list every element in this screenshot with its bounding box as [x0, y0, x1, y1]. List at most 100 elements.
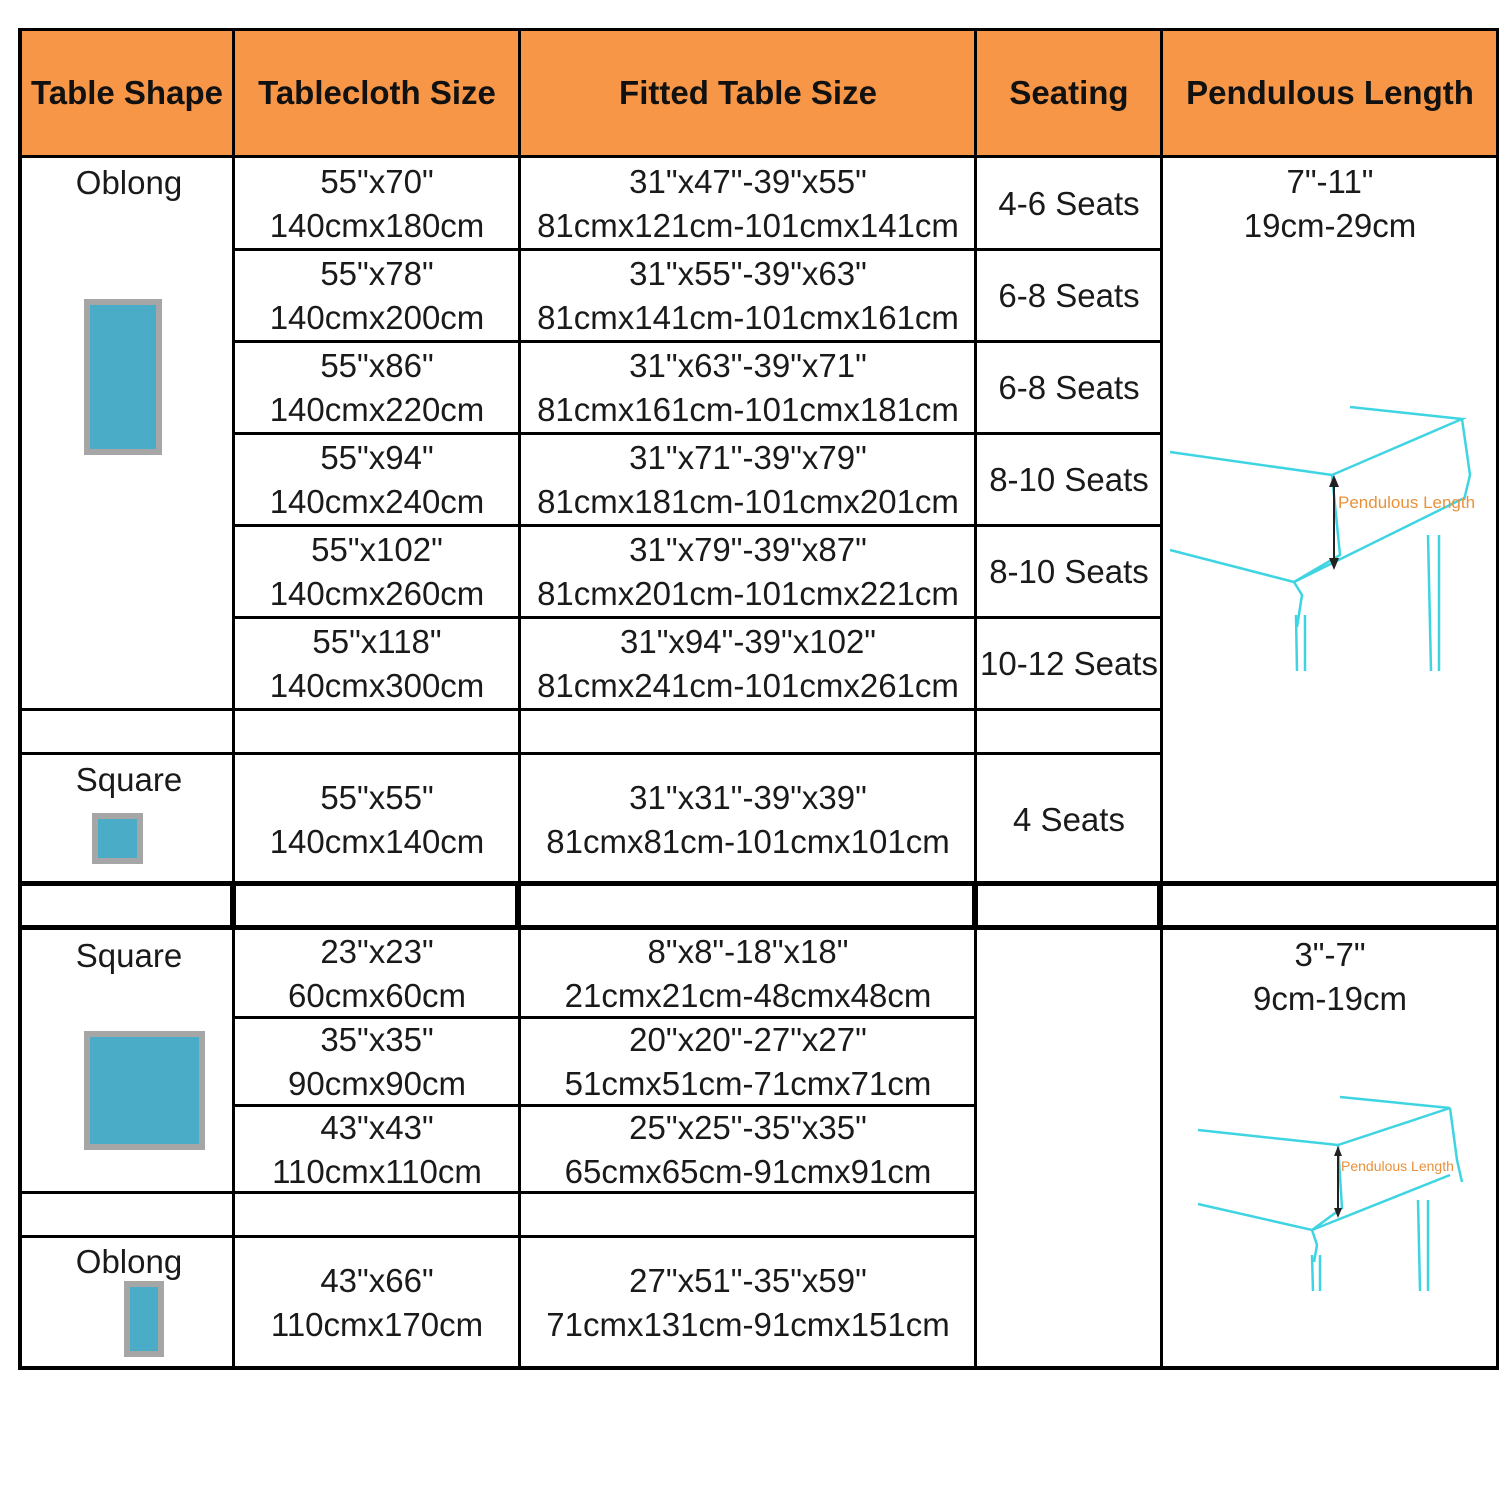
size-cm: 140cmx260cm — [269, 575, 485, 612]
fitted-inches: 25"x25"-35"x35" — [629, 1109, 867, 1146]
fitted-size-cell: 31"x94"-39"x102" 81cmx241cm-101cmx261cm — [520, 618, 976, 710]
fitted-inches: 31"x71"-39"x79" — [629, 439, 867, 476]
row-divider — [234, 524, 1162, 527]
size-inches: 43"x43" — [320, 1109, 434, 1146]
pendulous-length-cell: 7"-11" 19cm-29cm — [1162, 160, 1498, 260]
table-border — [18, 28, 22, 1370]
size-cm: 110cmx170cm — [270, 1306, 484, 1343]
fitted-cm: 81cmx181cm-101cmx201cm — [537, 483, 959, 520]
size-inches: 35"x35" — [320, 1021, 434, 1058]
shape-label-oblong: Oblong — [75, 1243, 183, 1280]
row-divider — [20, 708, 1162, 711]
seating-cell: 8-10 Seats — [976, 526, 1162, 618]
tablecloth-size-cell: 43"x66" 110cmx170cm — [234, 1238, 520, 1368]
pendulous-inches: 3"-7" — [1294, 936, 1366, 973]
seating-cell: 4 Seats — [976, 756, 1162, 884]
fitted-cm: 81cmx241cm-101cmx261cm — [537, 667, 959, 704]
row-divider — [234, 1016, 976, 1019]
shape-label-square: Square — [75, 761, 183, 798]
fitted-size-cell: 27"x51"-35"x59" 71cmx131cm-91cmx151cm — [520, 1238, 976, 1368]
size-cm: 140cmx140cm — [269, 823, 485, 860]
seating-cell: 6-8 Seats — [976, 250, 1162, 342]
row-divider — [234, 1104, 976, 1107]
seating-value: 8-10 Seats — [989, 461, 1149, 498]
column-divider — [515, 883, 521, 929]
row-divider — [20, 752, 1162, 755]
size-cm: 140cmx300cm — [269, 667, 485, 704]
tablecloth-size-cell: 55"x55" 140cmx140cm — [234, 756, 520, 884]
fitted-cm: 81cmx161cm-101cmx181cm — [537, 391, 959, 428]
seating-value: 4 Seats — [1013, 801, 1125, 838]
fitted-inches: 8"x8"-18"x18" — [647, 933, 849, 970]
fitted-cm: 81cmx201cm-101cmx221cm — [537, 575, 959, 612]
pendulous-cm: 19cm-29cm — [1243, 207, 1417, 244]
seating-value: 4-6 Seats — [998, 185, 1140, 222]
fitted-size-cell: 31"x55"-39"x63" 81cmx141cm-101cmx161cm — [520, 250, 976, 342]
fitted-cm: 81cmx121cm-101cmx141cm — [537, 207, 959, 244]
fitted-size-cell: 31"x71"-39"x79" 81cmx181cm-101cmx201cm — [520, 434, 976, 526]
fitted-inches: 31"x63"-39"x71" — [629, 347, 867, 384]
fitted-cm: 81cmx141cm-101cmx161cm — [537, 299, 959, 336]
size-cm: 110cmx110cm — [272, 1153, 482, 1190]
column-divider — [972, 883, 978, 929]
size-inches: 55"x55" — [320, 779, 434, 816]
row-divider — [20, 1235, 976, 1238]
fitted-cm: 65cmx65cm-91cmx91cm — [564, 1153, 932, 1190]
size-inches: 55"x118" — [312, 623, 442, 660]
tablecloth-size-cell: 55"x102" 140cmx260cm — [234, 526, 520, 618]
header-label: Seating — [1009, 74, 1129, 111]
tablecloth-size-cell: 35"x35" 90cmx90cm — [234, 1018, 520, 1106]
seating-cell: 4-6 Seats — [976, 158, 1162, 250]
size-inches: 55"x78" — [320, 255, 434, 292]
size-cm: 140cmx240cm — [269, 483, 485, 520]
oblong-shape-icon — [84, 299, 162, 455]
fitted-size-cell: 31"x63"-39"x71" 81cmx161cm-101cmx181cm — [520, 342, 976, 434]
fitted-size-cell: 25"x25"-35"x35" 65cmx65cm-91cmx91cm — [520, 1106, 976, 1194]
fitted-size-cell: 31"x31"-39"x39" 81cmx81cm-101cmx101cm — [520, 756, 976, 884]
tablecloth-size-cell: 55"x94" 140cmx240cm — [234, 434, 520, 526]
tablecloth-size-cell: 23"x23" 60cmx60cm — [234, 930, 520, 1018]
row-divider — [234, 248, 1162, 251]
header-pendulous-length: Pendulous Length — [1162, 30, 1498, 156]
seating-value: 6-8 Seats — [998, 277, 1140, 314]
seating-cell: 10-12 Seats — [976, 618, 1162, 710]
header-seating: Seating — [976, 30, 1162, 156]
square-shape-icon — [84, 1031, 205, 1150]
header-label: Fitted Table Size — [619, 74, 877, 111]
square-shape-icon — [92, 813, 143, 864]
seating-cell: 8-10 Seats — [976, 434, 1162, 526]
column-divider — [518, 30, 521, 1368]
size-cm: 140cmx220cm — [269, 391, 485, 428]
seating-value: 8-10 Seats — [989, 553, 1149, 590]
fitted-inches: 31"x94"-39"x102" — [619, 623, 877, 660]
tablecloth-size-cell: 55"x86" 140cmx220cm — [234, 342, 520, 434]
fitted-cm: 21cmx21cm-48cmx48cm — [564, 977, 932, 1014]
fitted-size-cell: 20"x20"-27"x27" 51cmx51cm-71cmx71cm — [520, 1018, 976, 1106]
fitted-size-cell: 31"x47"-39"x55" 81cmx121cm-101cmx141cm — [520, 158, 976, 250]
pendulous-inches: 7"-11" — [1286, 163, 1374, 200]
header-label: Pendulous Length — [1186, 74, 1474, 111]
fitted-inches: 31"x55"-39"x63" — [629, 255, 867, 292]
header-table-shape: Table Shape — [20, 30, 234, 156]
header-label: Tablecloth Size — [258, 74, 496, 111]
fitted-size-cell: 31"x79"-39"x87" 81cmx201cm-101cmx221cm — [520, 526, 976, 618]
column-divider — [230, 883, 236, 929]
column-divider — [1160, 30, 1163, 1368]
fitted-cm: 71cmx131cm-91cmx151cm — [546, 1306, 950, 1343]
size-cm: 60cmx60cm — [288, 977, 466, 1014]
row-divider — [234, 432, 1162, 435]
header-tablecloth-size: Tablecloth Size — [234, 30, 520, 156]
table-border — [18, 28, 1499, 31]
row-divider — [234, 616, 1162, 619]
pendulous-cm: 9cm-19cm — [1252, 980, 1408, 1017]
header-fitted-table-size: Fitted Table Size — [520, 30, 976, 156]
seating-value: 10-12 Seats — [980, 645, 1158, 682]
size-cm: 140cmx180cm — [269, 207, 485, 244]
seating-cell: 6-8 Seats — [976, 342, 1162, 434]
fitted-inches: 31"x79"-39"x87" — [629, 531, 867, 568]
diagram-label: Pendulous Length — [1341, 1158, 1454, 1174]
size-cm: 90cmx90cm — [288, 1065, 466, 1102]
tablecloth-size-cell: 55"x78" 140cmx200cm — [234, 250, 520, 342]
column-divider — [232, 30, 235, 1368]
column-divider — [974, 30, 977, 1368]
